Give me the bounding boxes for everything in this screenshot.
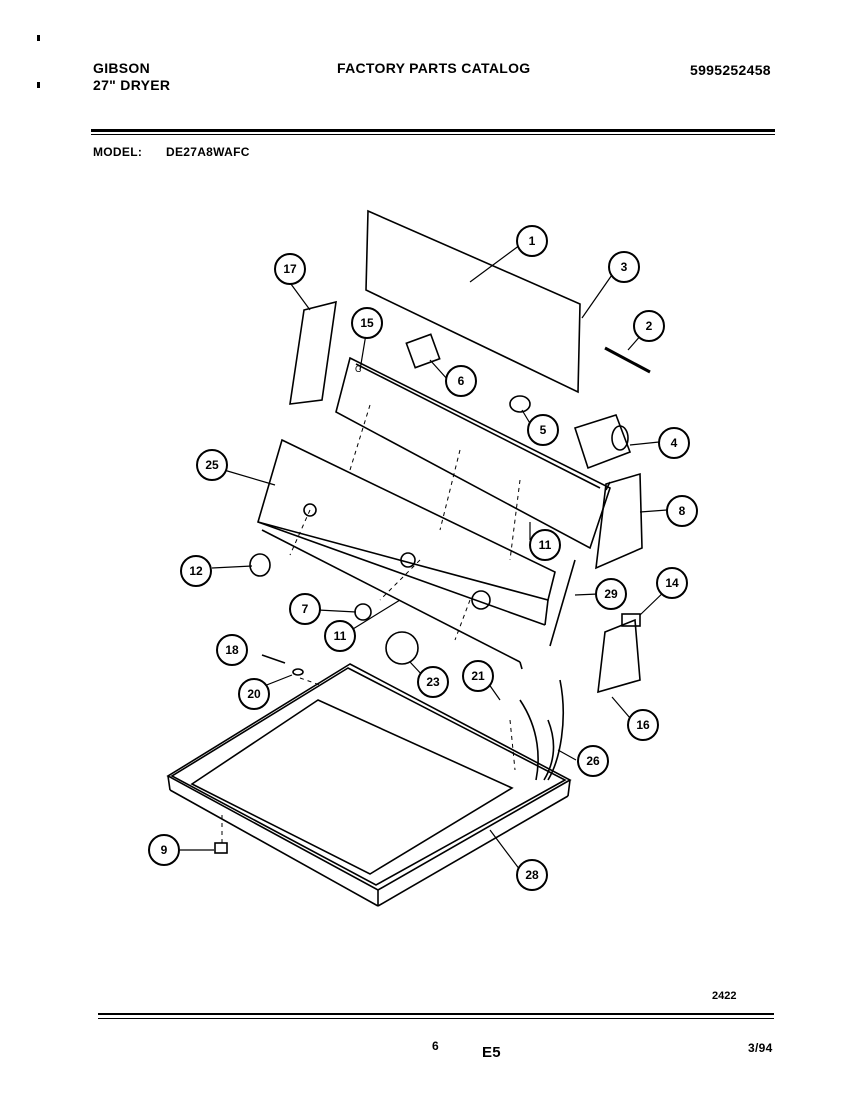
callout-label: 6 xyxy=(458,374,465,388)
callout-label: 1 xyxy=(529,234,536,248)
knob-part-12 xyxy=(249,553,271,577)
callout-label: 29 xyxy=(604,587,618,601)
catalog-number: 5995252458 xyxy=(690,62,771,78)
control-panel-back xyxy=(335,356,611,550)
callout-23-circle xyxy=(417,666,449,698)
callout-6-circle xyxy=(445,365,477,397)
end-cap-part xyxy=(595,472,643,570)
callout-4-circle xyxy=(658,427,690,459)
bracket-part xyxy=(289,300,337,405)
callout-11a-circle xyxy=(529,529,561,561)
callout-29-circle xyxy=(595,578,627,610)
callout-label: 21 xyxy=(471,669,485,683)
callout-label: 18 xyxy=(225,643,239,657)
footer-rule-thin xyxy=(98,1018,774,1019)
page-number: 6 xyxy=(432,1039,439,1053)
door-switch-bracket xyxy=(597,618,641,694)
callout-label: 11 xyxy=(539,538,552,552)
callout-21-circle xyxy=(462,660,494,692)
door-switch-part xyxy=(621,613,641,627)
callout-12-circle xyxy=(180,555,212,587)
knob-part-7 xyxy=(354,603,372,621)
callout-label: 4 xyxy=(671,436,678,450)
callout-label: 8 xyxy=(679,504,686,518)
callout-16-circle xyxy=(627,709,659,741)
callout-5-circle xyxy=(527,414,559,446)
callout-17-circle xyxy=(274,253,306,285)
callout-label: 11 xyxy=(334,629,347,643)
callout-label: 7 xyxy=(302,602,309,616)
callout-9-circle xyxy=(148,834,180,866)
callout-label: 15 xyxy=(360,316,374,330)
callout-label: 17 xyxy=(283,262,297,276)
callout-label: 5 xyxy=(540,423,547,437)
top-panel-opening xyxy=(190,699,514,875)
callout-1-circle xyxy=(516,225,548,257)
callout-3-circle xyxy=(608,251,640,283)
callout-label: 23 xyxy=(426,675,440,689)
header-rule-thin xyxy=(91,134,775,135)
rear-panel-part xyxy=(365,209,581,394)
footer-rule-thick xyxy=(98,1013,774,1015)
callout-label: 16 xyxy=(636,718,650,732)
callout-11b-circle xyxy=(324,620,356,652)
model-number: DE27A8WAFC xyxy=(166,145,250,159)
panel-label-c: C xyxy=(355,364,362,374)
sensor-part xyxy=(604,346,651,374)
wire-harness-part xyxy=(519,699,539,781)
callout-7-circle xyxy=(289,593,321,625)
switch-part xyxy=(405,333,441,369)
rod-part xyxy=(549,559,576,647)
product-name: 27" DRYER xyxy=(93,77,171,93)
callout-20-circle xyxy=(238,678,270,710)
callout-label: 26 xyxy=(586,754,600,768)
brand-name: GIBSON xyxy=(93,60,151,76)
selector-part xyxy=(509,395,531,413)
drawing-number: 2422 xyxy=(712,990,736,1002)
callout-25-circle xyxy=(196,449,228,481)
callout-label: 2 xyxy=(646,319,653,333)
knob-part-23 xyxy=(385,631,419,665)
section-code: E5 xyxy=(482,1044,501,1061)
callout-18-circle xyxy=(216,634,248,666)
callout-26-circle xyxy=(577,745,609,777)
callout-15-circle xyxy=(351,307,383,339)
timer-part xyxy=(573,414,632,470)
margin-mark-bottom xyxy=(37,82,40,88)
callout-label: 12 xyxy=(189,564,203,578)
callout-label: 9 xyxy=(161,843,168,857)
callout-label: 14 xyxy=(665,576,679,590)
callout-label: 3 xyxy=(621,260,628,274)
catalog-title: FACTORY PARTS CATALOG xyxy=(337,60,531,76)
callout-label: 25 xyxy=(205,458,219,472)
callout-label: 28 xyxy=(525,868,539,882)
callout-14-circle xyxy=(656,567,688,599)
hinge-part xyxy=(214,842,228,854)
callout-2-circle xyxy=(633,310,665,342)
margin-mark-top xyxy=(37,35,40,41)
header-rule-thick xyxy=(91,129,775,132)
callout-8-circle xyxy=(666,495,698,527)
callout-label: 20 xyxy=(247,687,261,701)
callout-28-circle xyxy=(516,859,548,891)
model-label: MODEL: xyxy=(93,145,143,159)
revision-date: 3/94 xyxy=(748,1041,773,1055)
